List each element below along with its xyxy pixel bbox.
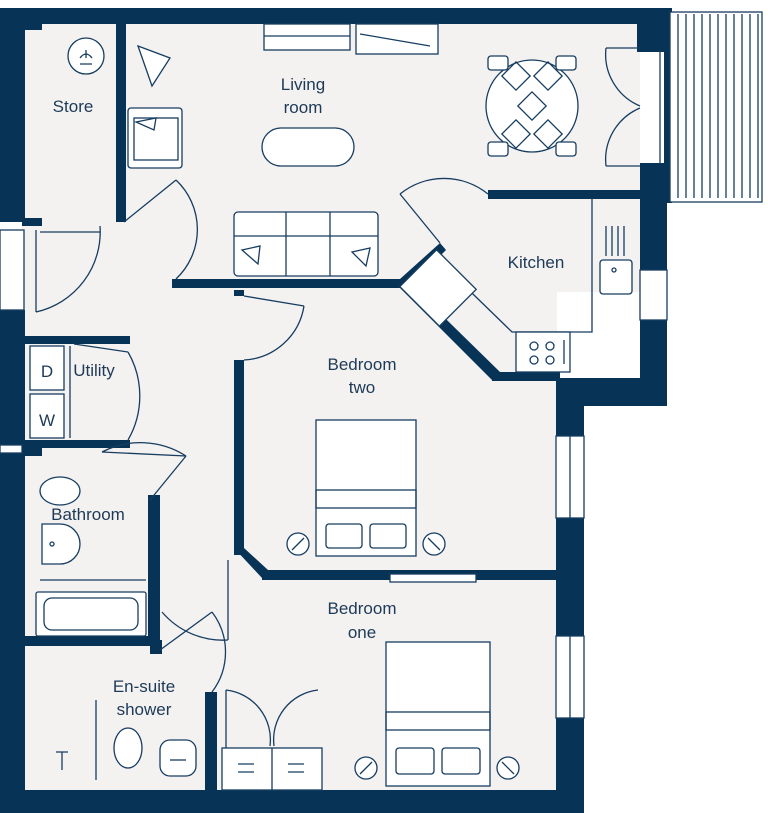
bed-one-icon [354, 641, 520, 787]
ensuite-sink-icon [159, 739, 197, 777]
room-label-kitchen: Kitchen [508, 253, 565, 272]
room-label-living-line-1: Living [281, 75, 325, 94]
room-label-utility: Utility [73, 361, 115, 380]
room-label-living-line-2: room [284, 98, 323, 117]
walls [0, 8, 672, 813]
room-labels: Store Living room Kitchen Utility Bedroo… [51, 75, 564, 719]
kitchen-counter-icon [398, 198, 633, 373]
room-label-bedroom-one-line-1: Bedroom [328, 599, 397, 618]
dining-table-icon [485, 55, 579, 157]
room-label-bedroom-two-line-1: Bedroom [328, 355, 397, 374]
furniture: D W [29, 37, 633, 791]
room-label-ensuite-line-2: shower [117, 700, 172, 719]
boiler-icon [67, 37, 105, 75]
sofa-icon [233, 211, 379, 277]
room-label-bedroom-two-line-2: two [349, 378, 375, 397]
room-label-bedroom-one-line-2: one [348, 623, 376, 642]
armchair-icon [127, 107, 183, 169]
dishwasher-icon: D [29, 345, 65, 391]
wardrobe-icon [221, 747, 323, 791]
doors [35, 47, 661, 748]
dishwasher-label: D [41, 362, 53, 381]
sink-icon [41, 523, 81, 565]
shower-icon [56, 700, 97, 780]
bed-two-icon [286, 419, 446, 557]
washer-label: W [39, 411, 55, 430]
room-label-bathroom: Bathroom [51, 505, 125, 524]
lamp-icon [136, 44, 171, 88]
bathtub-icon [35, 591, 147, 637]
ensuite-toilet-icon [113, 727, 143, 769]
windows [0, 23, 668, 719]
room-label-ensuite-line-1: En-suite [113, 677, 175, 696]
coffee-table-icon [261, 127, 355, 167]
balcony [669, 11, 763, 203]
room-label-store: Store [53, 97, 94, 116]
toilet-icon [39, 476, 81, 506]
washer-icon: W [29, 393, 65, 439]
